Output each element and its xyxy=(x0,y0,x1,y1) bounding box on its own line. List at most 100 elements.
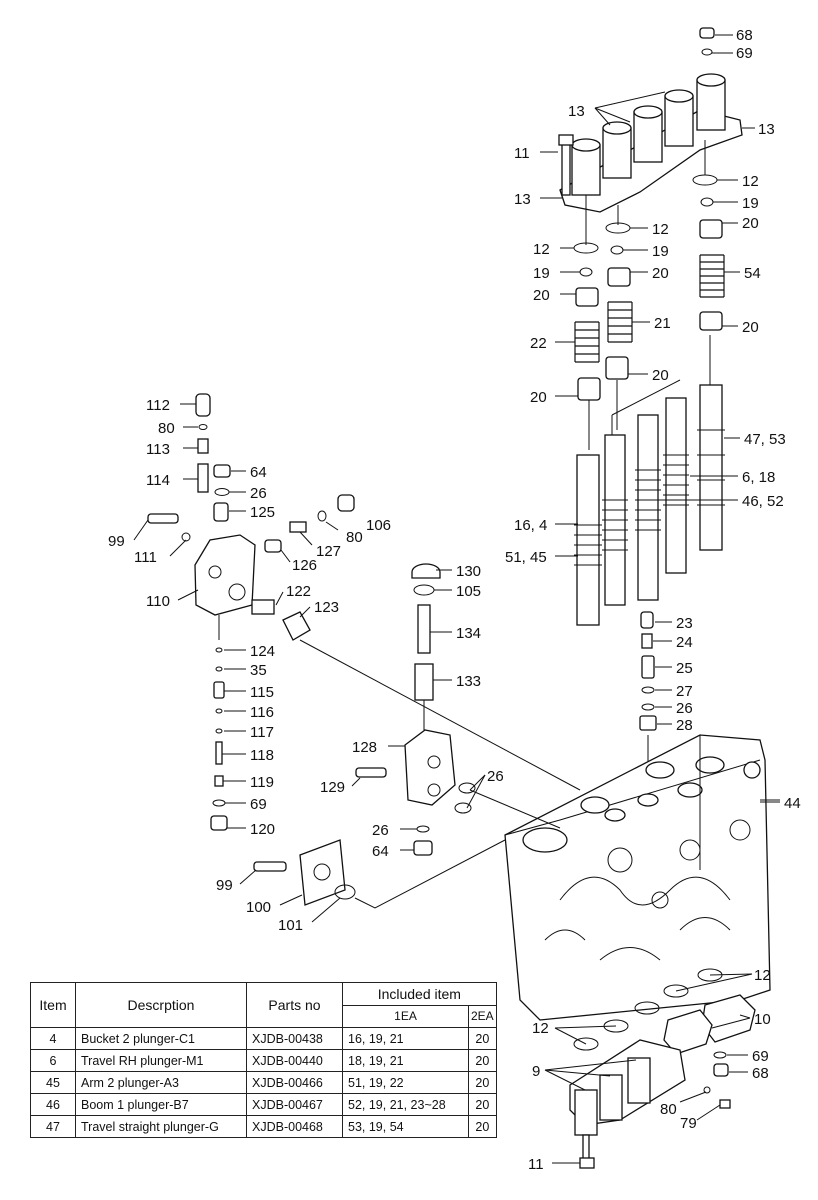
callout-101: 101 xyxy=(278,917,303,934)
callout-21: 21 xyxy=(654,315,671,332)
callout-35: 35 xyxy=(250,662,267,679)
callout-6-18: 6, 18 xyxy=(742,469,775,486)
callout-19: 19 xyxy=(742,195,759,212)
cell-item: 45 xyxy=(30,1071,76,1094)
cell-2ea: 20 xyxy=(468,1027,497,1050)
cell-description: Arm 2 plunger-A3 xyxy=(75,1071,247,1094)
callout-69: 69 xyxy=(736,45,753,62)
callout-69: 69 xyxy=(752,1048,769,1065)
callout-117: 117 xyxy=(250,724,274,741)
parts-table: Item Descrption Parts no Included item 1… xyxy=(30,982,497,1138)
cell-1ea: 18, 19, 21 xyxy=(342,1049,469,1072)
left-block-assembly xyxy=(147,393,581,831)
callout-26: 26 xyxy=(372,822,389,839)
callout-64: 64 xyxy=(372,843,389,860)
callout-124: 124 xyxy=(250,643,275,660)
cell-item: 6 xyxy=(30,1049,76,1072)
header-parts-no: Parts no xyxy=(246,982,343,1028)
callout-22: 22 xyxy=(530,335,547,352)
callout-28: 28 xyxy=(676,717,693,734)
header-description: Descrption xyxy=(75,982,247,1028)
callout-27: 27 xyxy=(676,683,693,700)
callout-116: 116 xyxy=(250,704,274,721)
callout-26: 26 xyxy=(676,700,693,717)
callout-10: 10 xyxy=(754,1011,771,1028)
callout-80: 80 xyxy=(346,529,363,546)
cell-item: 4 xyxy=(30,1027,76,1050)
callout-134: 134 xyxy=(456,625,481,642)
pilot-cover-assembly xyxy=(558,27,743,450)
cell-parts-no: XJDB-00468 xyxy=(246,1115,343,1138)
callout-123: 123 xyxy=(314,599,339,616)
header-1ea: 1EA xyxy=(342,1004,469,1028)
callout-106: 106 xyxy=(366,517,391,534)
callout-13: 13 xyxy=(568,103,585,120)
callout-115: 115 xyxy=(250,684,274,701)
cell-parts-no: XJDB-00438 xyxy=(246,1027,343,1050)
callout-26: 26 xyxy=(250,485,267,502)
callout-133: 133 xyxy=(456,673,481,690)
callout-leaders xyxy=(133,34,780,1164)
callout-19: 19 xyxy=(652,243,669,260)
callout-113: 113 xyxy=(146,441,170,458)
callout-13: 13 xyxy=(758,121,775,138)
plunger-set xyxy=(574,379,725,626)
callout-20: 20 xyxy=(652,367,669,384)
callout-118: 118 xyxy=(250,747,274,764)
callout-44: 44 xyxy=(784,795,801,812)
cell-2ea: 20 xyxy=(468,1049,497,1072)
callout-13: 13 xyxy=(514,191,531,208)
callout-80: 80 xyxy=(660,1101,677,1118)
callout-46-52: 46, 52 xyxy=(742,493,784,510)
callout-99: 99 xyxy=(108,533,125,550)
header-included-item: Included item xyxy=(342,982,497,1006)
callout-25: 25 xyxy=(676,660,693,677)
cell-item: 46 xyxy=(30,1093,76,1116)
callout-111: 111 xyxy=(134,549,157,566)
table-row: 46 Boom 1 plunger-B7 XJDB-00467 52, 19, … xyxy=(30,1093,497,1116)
table-header-row: Item Descrption Parts no Included item xyxy=(30,982,497,1028)
valve-body xyxy=(504,734,780,1021)
table-row: 45 Arm 2 plunger-A3 XJDB-00466 51, 19, 2… xyxy=(30,1071,497,1094)
callout-16-4: 16, 4 xyxy=(514,517,547,534)
cell-2ea: 20 xyxy=(468,1071,497,1094)
callout-11: 11 xyxy=(514,145,530,162)
cell-description: Bucket 2 plunger-C1 xyxy=(75,1027,247,1050)
table-row: 47 Travel straight plunger-G XJDB-00468 … xyxy=(30,1115,497,1138)
callout-51-45: 51, 45 xyxy=(505,549,547,566)
cell-parts-no: XJDB-00440 xyxy=(246,1049,343,1072)
callout-125: 125 xyxy=(250,504,275,521)
callout-labels: 68 69 13 13 11 13 12 19 20 12 12 19 19 2… xyxy=(108,27,801,1173)
callout-24: 24 xyxy=(676,634,693,651)
callout-79: 79 xyxy=(680,1115,697,1132)
callout-54: 54 xyxy=(744,265,761,282)
callout-12: 12 xyxy=(754,967,771,984)
cell-1ea: 16, 19, 21 xyxy=(342,1027,469,1050)
callout-26: 26 xyxy=(487,768,504,785)
callout-99: 99 xyxy=(216,877,233,894)
callout-100: 100 xyxy=(246,899,271,916)
header-2ea: 2EA xyxy=(468,1004,497,1028)
callout-80: 80 xyxy=(158,420,175,437)
callout-19: 19 xyxy=(533,265,550,282)
cell-parts-no: XJDB-00467 xyxy=(246,1093,343,1116)
cell-1ea: 53, 19, 54 xyxy=(342,1115,469,1138)
cell-item: 47 xyxy=(30,1115,76,1138)
lower-cover-assembly xyxy=(569,968,756,1169)
callout-20: 20 xyxy=(533,287,550,304)
cell-2ea: 20 xyxy=(468,1093,497,1116)
middle-block-assembly xyxy=(253,563,561,909)
callout-12: 12 xyxy=(742,173,759,190)
callout-20: 20 xyxy=(652,265,669,282)
cell-1ea: 52, 19, 21, 23~28 xyxy=(342,1093,469,1116)
callout-119: 119 xyxy=(250,774,274,791)
cell-description: Boom 1 plunger-B7 xyxy=(75,1093,247,1116)
callout-9: 9 xyxy=(532,1063,540,1080)
callout-112: 112 xyxy=(146,397,170,414)
callout-12: 12 xyxy=(533,241,550,258)
callout-47-53: 47, 53 xyxy=(744,431,786,448)
callout-120: 120 xyxy=(250,821,275,838)
cell-2ea: 20 xyxy=(468,1115,497,1138)
header-item: Item xyxy=(30,982,76,1028)
callout-122: 122 xyxy=(286,583,311,600)
